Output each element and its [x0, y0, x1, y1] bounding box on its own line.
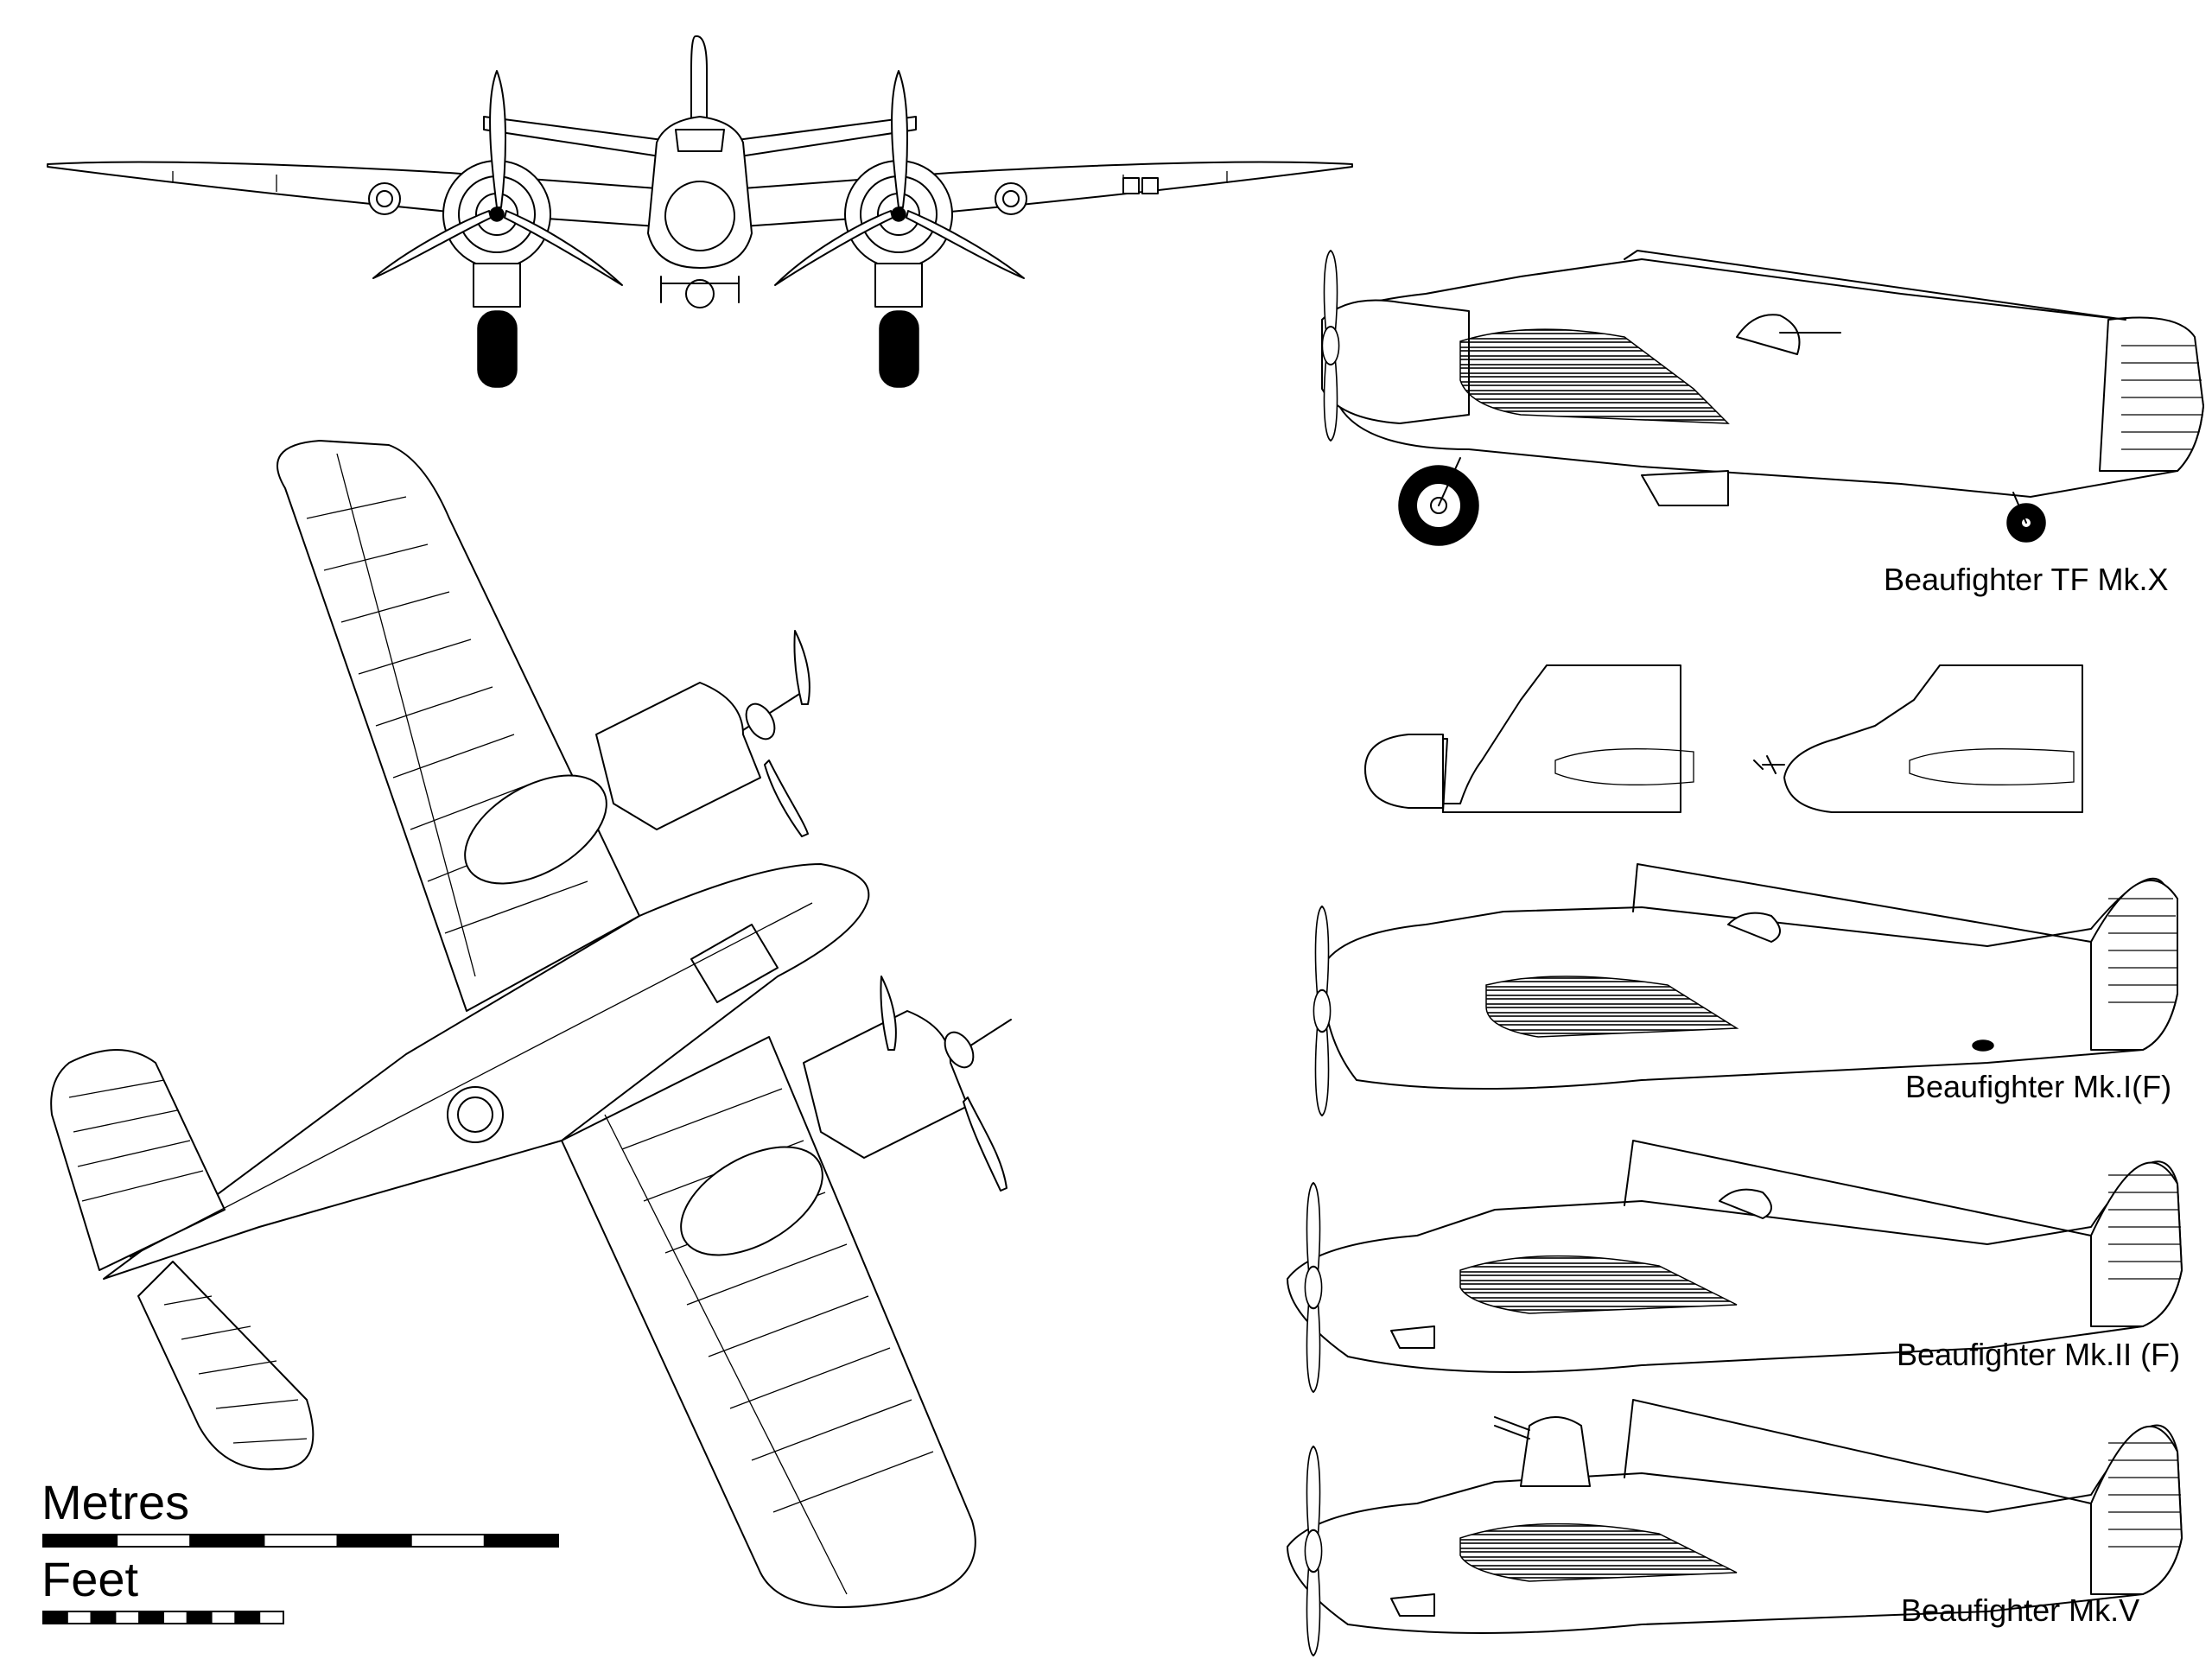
front-view — [47, 35, 1353, 388]
feet-scale-segment — [258, 1611, 285, 1624]
feet-scale-segment — [42, 1611, 68, 1624]
feet-label: Feet — [41, 1552, 139, 1606]
metres-scale-segment — [483, 1534, 559, 1548]
plan-view-wing-upper — [276, 440, 640, 1012]
front-view-engine-left — [372, 70, 623, 388]
label-tf-mk-x: Beaufighter TF Mk.X — [1884, 562, 2169, 597]
plan-view-wing-lower — [561, 1036, 976, 1608]
mk-v-dorsal-turret-icon — [1520, 1416, 1591, 1487]
label-mk-i-f: Beaufighter Mk.I(F) — [1905, 1069, 2172, 1104]
feet-scale-segment — [66, 1611, 92, 1624]
side-view-tf-mk-x — [1321, 250, 2204, 546]
nose-detail-left — [1364, 664, 1694, 813]
feet-scale-segment — [114, 1611, 141, 1624]
label-mk-v: Beaufighter Mk.V — [1901, 1592, 2140, 1628]
plan-view — [50, 440, 1012, 1608]
feet-scale-segment — [234, 1611, 261, 1624]
front-view-wing-right — [742, 161, 1353, 227]
metres-scale-segment — [42, 1534, 118, 1548]
feet-scale-segment — [162, 1611, 188, 1624]
feet-scale-segment — [186, 1611, 213, 1624]
label-mk-ii-f: Beaufighter Mk.II (F) — [1897, 1337, 2181, 1372]
metres-scale-segment — [116, 1534, 192, 1548]
metres-scale-segment — [189, 1534, 265, 1548]
nose-detail-right — [1753, 664, 2083, 813]
side-view-mk-i-f — [1313, 863, 2178, 1117]
plan-view-nacelle-upper — [464, 630, 810, 885]
metres-scale-segment — [410, 1534, 486, 1548]
scale-bars — [42, 1534, 559, 1624]
metres-scale-segment — [263, 1534, 339, 1548]
feet-scale-segment — [138, 1611, 164, 1624]
feet-scale-segment — [90, 1611, 117, 1624]
plan-view-tailplane-lower — [137, 1261, 315, 1471]
side-view-mk-ii-f — [1287, 1140, 2183, 1394]
feet-scale-segment — [210, 1611, 237, 1624]
plan-view-nacelle-lower — [680, 976, 1012, 1256]
metres-scale-bar — [42, 1534, 559, 1548]
plan-view-fuselage — [103, 863, 870, 1280]
metres-scale-segment — [336, 1534, 412, 1548]
plan-view-tailplane-upper — [50, 1049, 226, 1271]
front-view-wing-left — [47, 161, 658, 227]
front-view-engine-right — [774, 70, 1025, 388]
metres-label: Metres — [41, 1475, 190, 1529]
side-view-mk-v — [1287, 1399, 2183, 1657]
feet-scale-bar — [42, 1611, 285, 1624]
